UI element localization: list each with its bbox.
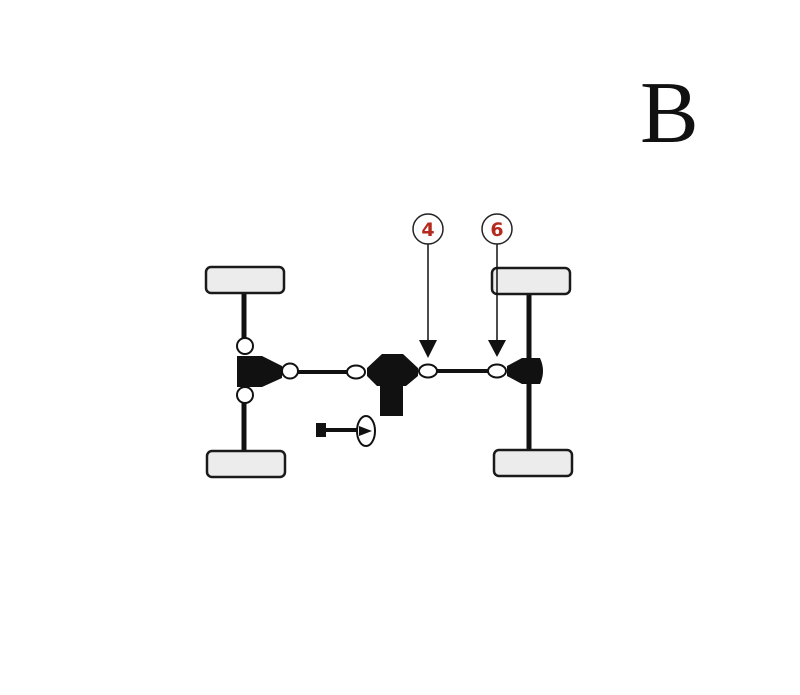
callout-4-arrowhead [419,340,437,358]
rear-propshaft-joint-diff [487,363,507,379]
callout-6: 6 [481,213,513,357]
steering-wheel [316,415,376,447]
callout-6-circle [481,213,513,245]
callout-6-number: 6 [490,219,503,241]
front-upper-joint [236,337,254,355]
front-propshaft-joint-diff [281,362,299,380]
front-differential [237,356,282,387]
steering-gear [316,423,326,437]
callout-6-arrowhead [488,340,506,357]
rear-propshaft-joint-transfer [418,363,438,379]
front-left-tire [204,265,286,295]
rear-axle [490,266,574,478]
panel-label: B [640,65,699,162]
front-axle [204,265,287,479]
rear-left-tire [490,266,572,296]
rear-right-tire [492,448,574,478]
front-lower-joint [236,386,254,404]
front-right-tire [205,449,287,479]
transfer-case [367,354,418,416]
rear-differential [507,358,543,384]
callout-4-number: 4 [421,219,434,241]
front-propshaft-joint-transfer [346,364,366,380]
callout-4-circle [412,213,444,245]
callout-4: 4 [412,213,444,358]
steering-wheel-spokes [359,426,372,436]
